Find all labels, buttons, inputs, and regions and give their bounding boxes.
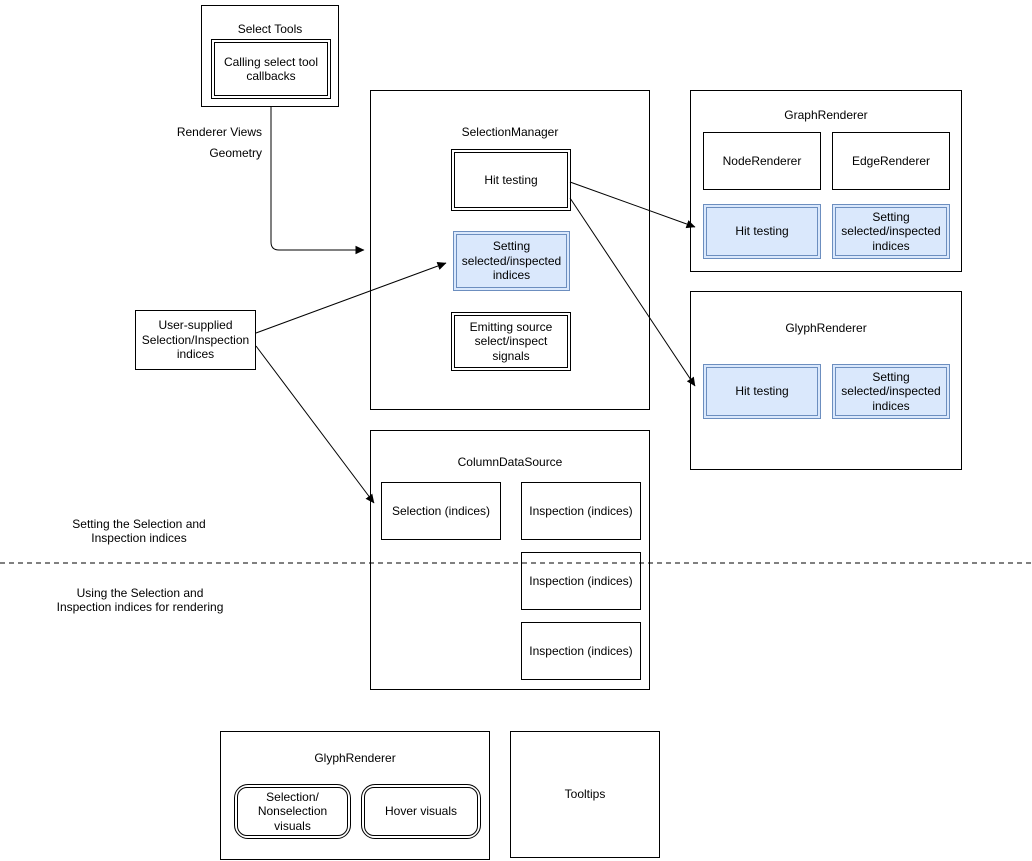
selection-nonselection-visuals-box: Selection/ Nonselection visuals [234, 784, 351, 839]
sm-emitting-signals-box: Emitting source select/inspect signals [451, 312, 571, 371]
gr-setting-indices-label: Setting selected/inspected indices [835, 207, 947, 256]
gr-hit-testing-box: Hit testing [703, 204, 821, 259]
glyph-renderer-title: GlyphRenderer [785, 321, 867, 335]
glyph-renderer-bottom-title: GlyphRenderer [314, 751, 396, 765]
selection-manager-title: SelectionManager [461, 125, 559, 139]
sm-setting-indices-label: Setting selected/inspected indices [456, 234, 567, 288]
arrow-select-tools-to-selection-manager [270, 107, 365, 255]
glr-setting-indices-label: Setting selected/inspected indices [835, 367, 947, 416]
edge-renderer-box: EdgeRenderer [832, 132, 950, 190]
gr-setting-indices-box: Setting selected/inspected indices [832, 204, 950, 259]
arrow-user-supplied-to-selection-indices [255, 345, 375, 504]
glyph-renderer-bottom-group: GlyphRenderer Selection/ Nonselection vi… [220, 731, 490, 860]
select-tool-callbacks-label: Calling select tool callbacks [214, 42, 328, 96]
column-data-source-title: ColumnDataSource [457, 455, 563, 469]
sm-setting-indices-box: Setting selected/inspected indices [453, 231, 570, 291]
glyph-renderer-group: GlyphRenderer Hit testing Setting select… [690, 291, 962, 470]
select-tool-callbacks-box: Calling select tool callbacks [211, 39, 331, 99]
user-supplied-indices-box: User-supplied Selection/Inspection indic… [135, 310, 256, 370]
sm-hit-testing-label: Hit testing [454, 152, 568, 208]
column-data-source-group: ColumnDataSource Selection (indices) Ins… [370, 430, 650, 690]
select-tools-group: Select Tools Calling select tool callbac… [201, 5, 339, 107]
sm-hit-testing-box: Hit testing [451, 149, 571, 211]
graph-renderer-group: GraphRenderer NodeRenderer EdgeRenderer … [690, 90, 962, 272]
hover-visuals-box: Hover visuals [361, 784, 481, 839]
selection-manager-group: SelectionManager Hit testing Setting sel… [370, 90, 650, 410]
tooltips-box: Tooltips [510, 731, 660, 858]
glr-setting-indices-box: Setting selected/inspected indices [832, 364, 950, 419]
glr-hit-testing-label: Hit testing [706, 367, 818, 416]
inspection-indices-box-2: Inspection (indices) [521, 552, 641, 610]
selection-indices-box: Selection (indices) [381, 482, 501, 540]
sm-emitting-signals-label: Emitting source select/inspect signals [454, 315, 568, 368]
gr-hit-testing-label: Hit testing [706, 207, 818, 256]
select-tools-title: Select Tools [237, 22, 303, 36]
selection-nonselection-visuals-label: Selection/ Nonselection visuals [237, 787, 348, 836]
glr-hit-testing-box: Hit testing [703, 364, 821, 419]
inspection-indices-box-3: Inspection (indices) [521, 622, 641, 680]
geometry-label: Geometry [209, 146, 262, 160]
section-label-setting: Setting the Selection and Inspection ind… [72, 517, 206, 546]
graph-renderer-title: GraphRenderer [784, 108, 868, 122]
section-label-using: Using the Selection and Inspection indic… [56, 586, 224, 615]
node-renderer-box: NodeRenderer [703, 132, 821, 190]
inspection-indices-box-1: Inspection (indices) [521, 482, 641, 540]
renderer-views-label: Renderer Views [176, 125, 262, 139]
hover-visuals-label: Hover visuals [364, 787, 478, 836]
